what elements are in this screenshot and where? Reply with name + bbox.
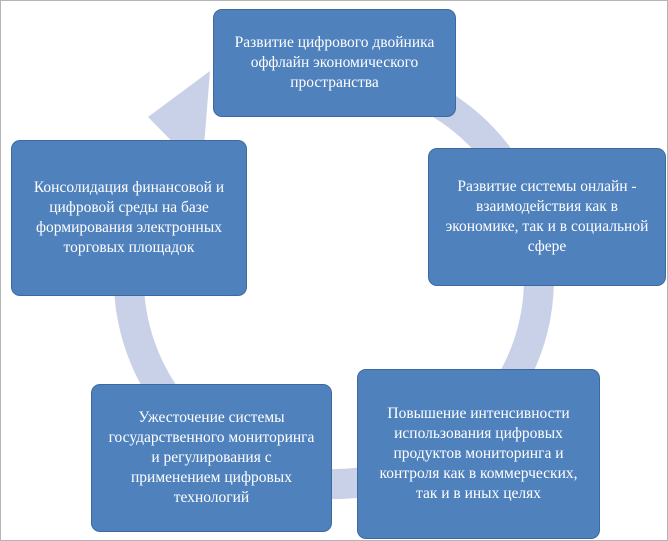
node-left-label: Консолидация финансовой и цифровой среды… [33,179,225,256]
node-left: Консолидация финансовой и цифровой среды… [11,140,247,296]
node-bottom-right: Повышение интенсивности использования ци… [357,369,600,539]
node-bottom-left: Ужесточение системы государственного мон… [91,384,332,532]
node-bottom-left-label: Ужесточение системы государственного мон… [108,409,315,506]
node-right: Развитие системы онлайн - взаимодействия… [428,148,666,286]
node-right-label: Развитие системы онлайн - взаимодействия… [445,178,649,255]
node-top: Развитие цифрового двойника оффлайн экон… [213,9,456,117]
node-bottom-right-label: Повышение интенсивности использования ци… [379,405,578,502]
node-top-label: Развитие цифрового двойника оффлайн экон… [234,34,435,91]
